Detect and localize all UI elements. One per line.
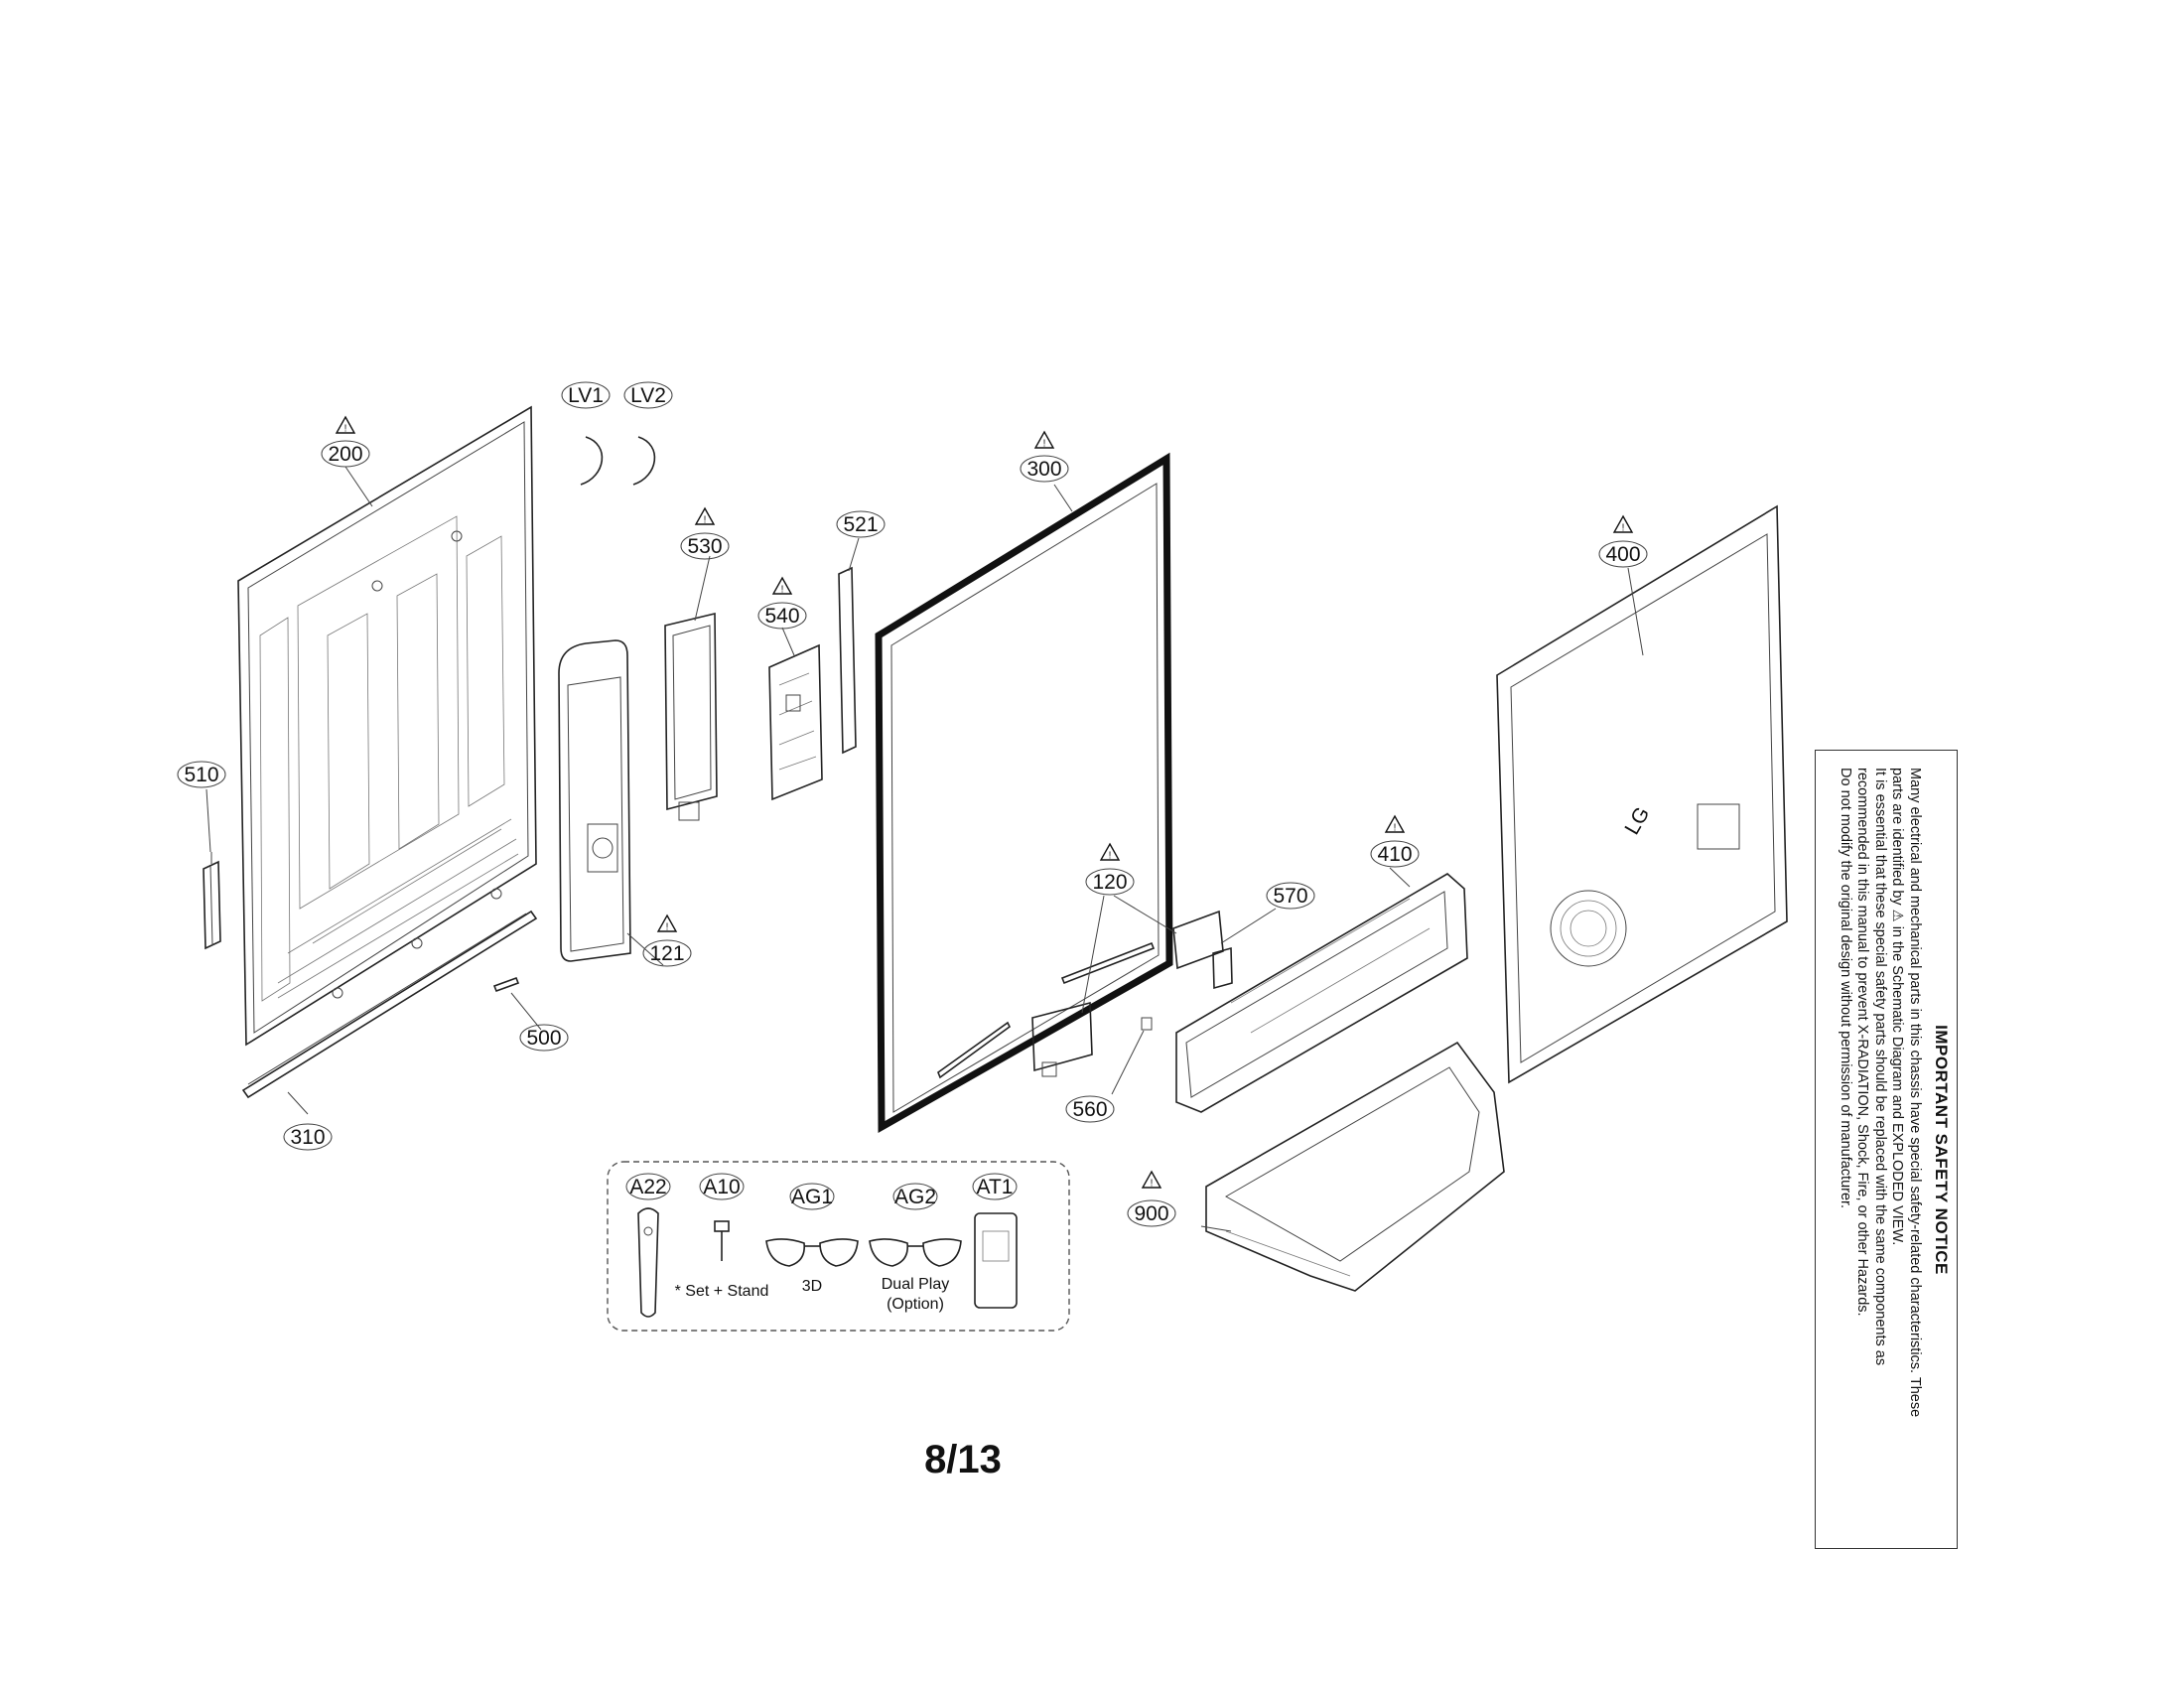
svg-text:LV1: LV1 xyxy=(568,384,604,407)
svg-text:310: 310 xyxy=(290,1126,325,1149)
callout-570: 570 xyxy=(1266,882,1315,910)
svg-text:120: 120 xyxy=(1092,871,1127,894)
accessories-box: A22 A10 * Set + Stand AG1 3D AG2 xyxy=(607,1161,1070,1332)
bracket-120 xyxy=(1031,1001,1093,1077)
stand-cover-410 xyxy=(1175,873,1468,1113)
svg-text:900: 900 xyxy=(1134,1202,1168,1225)
svg-text:(Option): (Option) xyxy=(887,1296,944,1313)
remote-control-icon xyxy=(637,1207,659,1318)
safety-notice-line: parts are identified by ⚠ in the Schemat… xyxy=(1889,767,1906,1245)
callout-200: 200 xyxy=(321,416,370,468)
card-icon xyxy=(974,1212,1018,1309)
part-560 xyxy=(1141,1017,1153,1031)
callout-lv1: LV1 xyxy=(561,381,611,409)
dual-play-glasses-icon xyxy=(869,1238,962,1267)
callout-410: 410 xyxy=(1370,815,1420,868)
svg-text:A22: A22 xyxy=(629,1176,666,1198)
svg-text:Dual Play: Dual Play xyxy=(882,1276,949,1293)
accessory-ag2: AG2 Dual Play (Option) xyxy=(869,1183,962,1313)
svg-text:560: 560 xyxy=(1072,1098,1107,1121)
callout-510: 510 xyxy=(177,761,226,788)
callout-540: 540 xyxy=(757,577,807,630)
chassis-frame-200 xyxy=(237,405,537,1047)
stand-base-900 xyxy=(1205,1041,1505,1292)
safety-notice-line: It is essential that these special safet… xyxy=(1872,767,1888,1365)
safety-notice-content: IMPORTANT SAFETY NOTICE Many electrical … xyxy=(1822,768,1951,1532)
svg-text:540: 540 xyxy=(764,605,799,628)
svg-text:AG2: AG2 xyxy=(894,1186,936,1208)
sub-board-521 xyxy=(838,566,857,755)
back-cover-400: LG xyxy=(1496,504,1788,1084)
accessory-ag1: AG1 3D xyxy=(765,1183,859,1295)
svg-text:400: 400 xyxy=(1605,543,1640,566)
svg-text:A10: A10 xyxy=(703,1176,740,1198)
callout-900: 900 xyxy=(1127,1171,1176,1227)
screw-icon xyxy=(714,1220,730,1232)
callout-530: 530 xyxy=(680,507,730,560)
power-board-530 xyxy=(664,612,718,821)
bottom-bar-310 xyxy=(241,910,538,1099)
callout-120: 120 xyxy=(1085,843,1135,896)
svg-text:121: 121 xyxy=(649,942,684,965)
callout-310: 310 xyxy=(283,1123,333,1151)
leader-lines xyxy=(205,466,1644,1232)
speaker-cover-121 xyxy=(558,639,631,962)
svg-text:570: 570 xyxy=(1273,885,1307,908)
bracket-570 xyxy=(1172,910,1233,990)
callout-521: 521 xyxy=(836,510,886,538)
svg-text:AG1: AG1 xyxy=(791,1186,833,1208)
clip-500 xyxy=(492,976,520,993)
safety-notice-line: Many electrical and mechanical parts in … xyxy=(1907,767,1923,1417)
page-number: 8/13 xyxy=(924,1438,1002,1481)
svg-text:LV2: LV2 xyxy=(630,384,666,407)
front-panel-300 xyxy=(875,452,1173,1133)
safety-notice-line: recommended in this manual to prevent X-… xyxy=(1854,767,1871,1317)
svg-text:410: 410 xyxy=(1377,843,1412,866)
brand-logo: LG xyxy=(1620,803,1654,839)
svg-text:510: 510 xyxy=(184,764,218,786)
callout-121: 121 xyxy=(642,914,692,967)
accessory-at1: AT1 xyxy=(972,1173,1018,1309)
callout-lv2: LV2 xyxy=(623,381,673,409)
trim-strips-120 xyxy=(937,941,1156,1079)
callout-300: 300 xyxy=(1020,431,1069,483)
svg-text:530: 530 xyxy=(687,535,722,558)
3d-glasses-icon xyxy=(765,1238,859,1267)
side-board-510 xyxy=(203,852,221,950)
accessory-a22: A22 xyxy=(625,1173,671,1318)
main-board-540 xyxy=(768,643,823,801)
svg-text:* Set + Stand: * Set + Stand xyxy=(675,1283,769,1300)
accessory-a10: A10 * Set + Stand xyxy=(675,1173,769,1300)
svg-text:521: 521 xyxy=(843,513,878,536)
svg-text:300: 300 xyxy=(1026,458,1061,481)
svg-text:200: 200 xyxy=(328,443,362,466)
safety-notice-line: Do not modify the original design withou… xyxy=(1838,767,1853,1208)
svg-text:500: 500 xyxy=(526,1027,561,1050)
callout-500: 500 xyxy=(519,1024,569,1052)
cable-lv1-lv2 xyxy=(580,436,656,486)
safety-notice-title: IMPORTANT SAFETY NOTICE xyxy=(1932,1024,1951,1275)
svg-text:3D: 3D xyxy=(802,1278,822,1295)
safety-notice-box: IMPORTANT SAFETY NOTICE Many electrical … xyxy=(1815,750,1958,1549)
callout-400: 400 xyxy=(1598,515,1648,568)
callout-560: 560 xyxy=(1065,1095,1115,1123)
svg-text:AT1: AT1 xyxy=(977,1176,1014,1198)
